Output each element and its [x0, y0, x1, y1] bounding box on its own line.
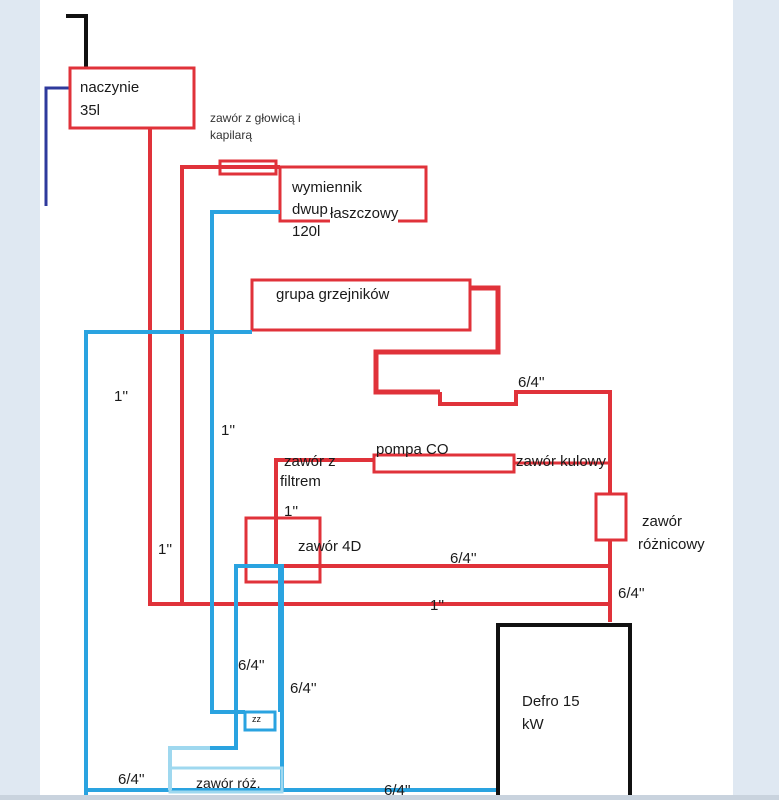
size-red-right: 6/4''	[618, 585, 645, 602]
size-blue-vertical-right: 6/4''	[290, 680, 317, 697]
defro-label-2: kW	[522, 716, 544, 733]
size-blue-bottom-right: 6/4''	[384, 782, 411, 799]
zawor-roznicowy-box	[594, 492, 628, 542]
zawor-glowica-valve	[218, 159, 278, 176]
defro-label-1: Defro 15	[522, 693, 580, 710]
wymiennik-label-2b: łaszczowy	[330, 204, 399, 223]
defro-boiler-box	[496, 623, 632, 799]
size-red-bottom-main: 1''	[430, 597, 445, 614]
pipe-red-top-right	[438, 390, 612, 494]
zawor-glowica-label-2: kapilarą	[210, 128, 253, 142]
wymiennik-label-1: wymiennik	[292, 179, 363, 196]
pipe-red-inner	[180, 165, 280, 602]
pipe-blue-grupa	[84, 330, 252, 795]
zawor-roznicowy-label-2: różnicowy	[638, 536, 705, 553]
size-blue-vertical-left: 6/4''	[238, 657, 265, 674]
size-red-middle: 6/4''	[450, 550, 477, 567]
size-red-left-upper: 1''	[114, 388, 129, 405]
naczynie-label-1: naczynie	[80, 79, 140, 96]
vent-pipe-navy	[44, 86, 70, 206]
pompa-label: pompa CO	[376, 441, 449, 458]
zawor-filtr-label-2: filtrem	[280, 473, 321, 490]
pipe-blue-exchanger	[210, 210, 280, 714]
zz-box	[243, 710, 277, 732]
pipe-red-pompa-run	[274, 458, 374, 566]
pipe-blue-4d-right	[280, 564, 284, 790]
zawor-glowica-label-1: zawór z głowicą i	[210, 111, 301, 125]
pipe-diagram	[44, 14, 632, 799]
naczynie-label-2: 35l	[80, 102, 101, 119]
zawor-roz-label: zawór róż.	[196, 775, 261, 791]
diagram-canvas: naczynie 35l zawór z głowicą i kapilarą …	[40, 0, 733, 800]
zawor-4d-label: zawór 4D	[298, 538, 362, 555]
zz-label: zz	[252, 714, 261, 724]
size-red-left-lower: 1''	[158, 541, 173, 558]
size-red-top-right: 6/4''	[518, 374, 545, 391]
size-blue-bottom-left: 6/4''	[118, 771, 145, 788]
zawor-roz-box	[168, 766, 284, 794]
vent-pipe-black	[66, 14, 88, 68]
wymiennik-label-2a: dwup	[292, 201, 328, 218]
zawor-filtr-label-1: zawór z	[284, 453, 336, 470]
zawor-roznicowy-label-1: zawór	[642, 513, 683, 530]
zawor-kulowy-label: zawór kulowy	[516, 453, 607, 470]
size-red-inner: 1''	[284, 503, 299, 520]
pipe-grupa-right	[373, 285, 501, 395]
grupa-label: grupa grzejników	[276, 286, 390, 303]
naczynie-box	[68, 66, 196, 130]
window-bottom-strip	[0, 795, 779, 800]
wymiennik-label-3: 120l	[292, 223, 321, 240]
grupa-box	[250, 278, 472, 332]
size-blue-mid-upper: 1''	[221, 422, 236, 439]
